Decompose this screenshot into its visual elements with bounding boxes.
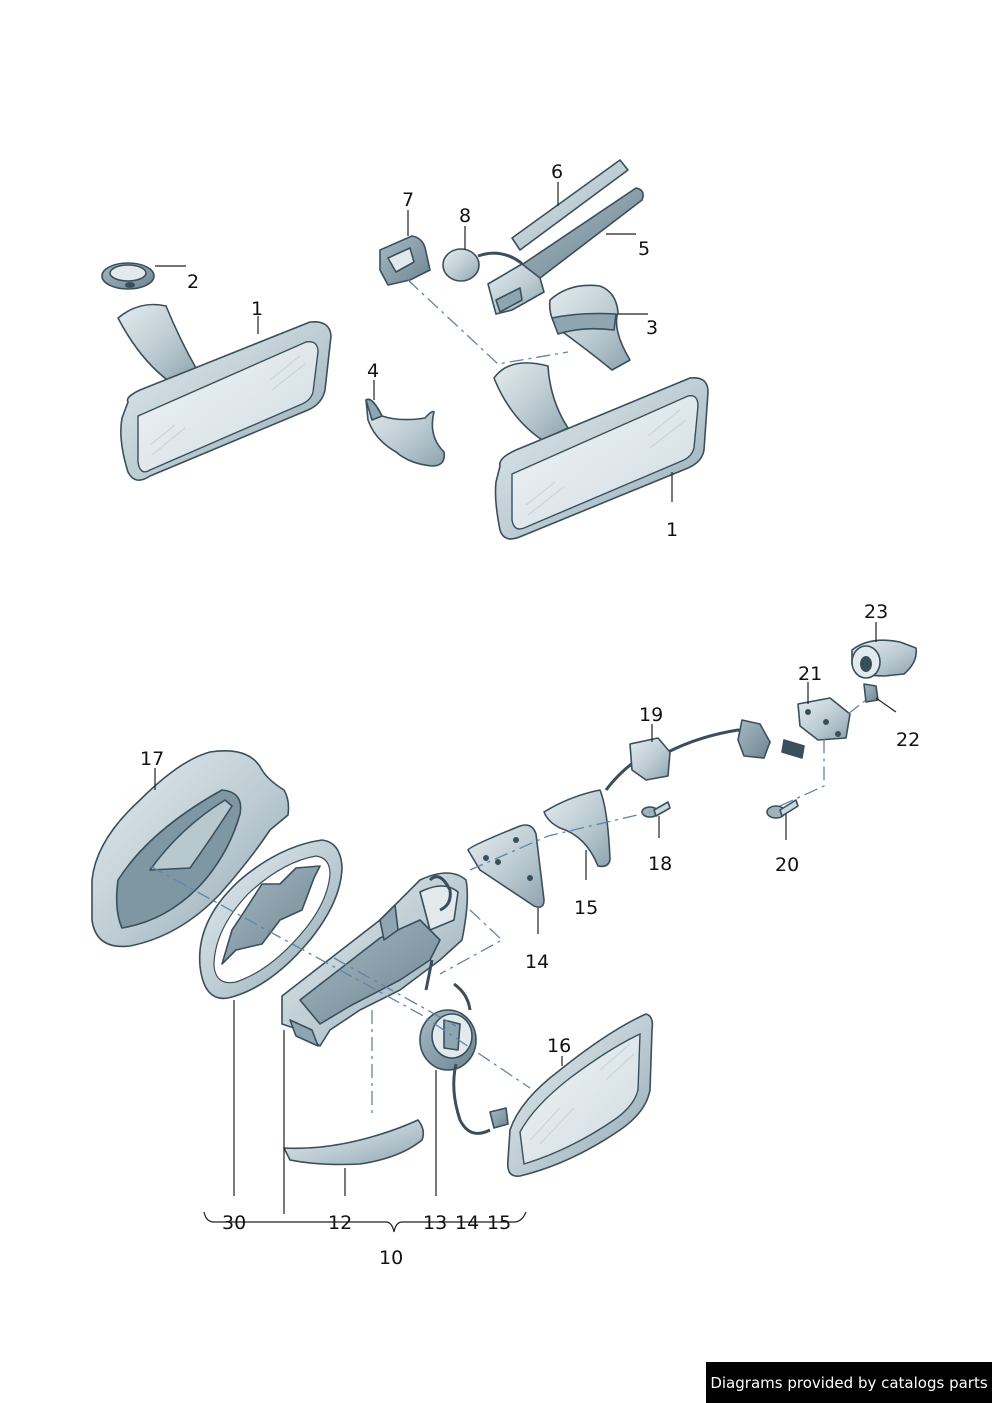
label-23: 23 xyxy=(864,601,888,623)
part-clip-7 xyxy=(379,235,431,286)
part-frame-30 xyxy=(198,839,343,1000)
label-1-right: 1 xyxy=(666,519,678,541)
label-1-left: 1 xyxy=(251,298,263,320)
label-18: 18 xyxy=(648,853,672,875)
label-14-group: 14 xyxy=(455,1212,479,1234)
label-6: 6 xyxy=(551,161,563,183)
part-screw-20 xyxy=(766,799,799,819)
label-7: 7 xyxy=(402,189,414,211)
part-labels: 2 1 3 4 5 6 7 8 1 17 23 21 19 22 18 20 1… xyxy=(140,161,920,1269)
part-bracket-21 xyxy=(797,697,851,741)
label-17: 17 xyxy=(140,748,164,770)
mirror-mount-right xyxy=(493,362,569,441)
mirror-interior-left xyxy=(120,320,332,481)
label-16: 16 xyxy=(547,1035,571,1057)
label-2: 2 xyxy=(187,271,199,293)
part-shell-15 xyxy=(543,789,611,868)
label-3: 3 xyxy=(646,317,658,339)
assembly-line-upper xyxy=(407,279,569,365)
part-cover-3 xyxy=(548,284,631,371)
part-housing-17 xyxy=(91,750,290,948)
label-15: 15 xyxy=(574,897,598,919)
label-19: 19 xyxy=(639,704,663,726)
label-5: 5 xyxy=(638,238,650,260)
label-12: 12 xyxy=(328,1212,352,1234)
part-grommet-23 xyxy=(851,639,918,679)
part-harness-5 xyxy=(487,187,644,315)
label-21: 21 xyxy=(798,663,822,685)
label-15-group: 15 xyxy=(487,1212,511,1234)
part-carrier-10 xyxy=(281,872,472,1047)
label-30: 30 xyxy=(222,1212,246,1234)
label-13: 13 xyxy=(423,1212,447,1234)
part-clip-22 xyxy=(863,683,879,703)
label-20: 20 xyxy=(775,854,799,876)
part-screw-18 xyxy=(641,801,671,818)
label-4: 4 xyxy=(367,360,379,382)
part-trim-12 xyxy=(283,1119,425,1166)
label-10: 10 xyxy=(379,1247,403,1269)
part-cap-2 xyxy=(101,262,155,290)
part-strip-6 xyxy=(511,159,629,251)
mirror-interior-right xyxy=(494,376,709,540)
watermark-banner: Diagrams provided by catalogs parts xyxy=(706,1362,992,1403)
part-motor-13 xyxy=(419,1009,509,1135)
label-14: 14 xyxy=(525,951,549,973)
label-8: 8 xyxy=(459,205,471,227)
mirror-mount-left xyxy=(117,303,197,383)
part-glass-16 xyxy=(506,1013,654,1177)
part-cable-19 xyxy=(604,719,805,791)
label-22: 22 xyxy=(896,729,920,751)
leader-lines xyxy=(154,182,897,1233)
part-trim-4 xyxy=(365,398,446,467)
assembly-lines-lower xyxy=(149,699,867,1118)
